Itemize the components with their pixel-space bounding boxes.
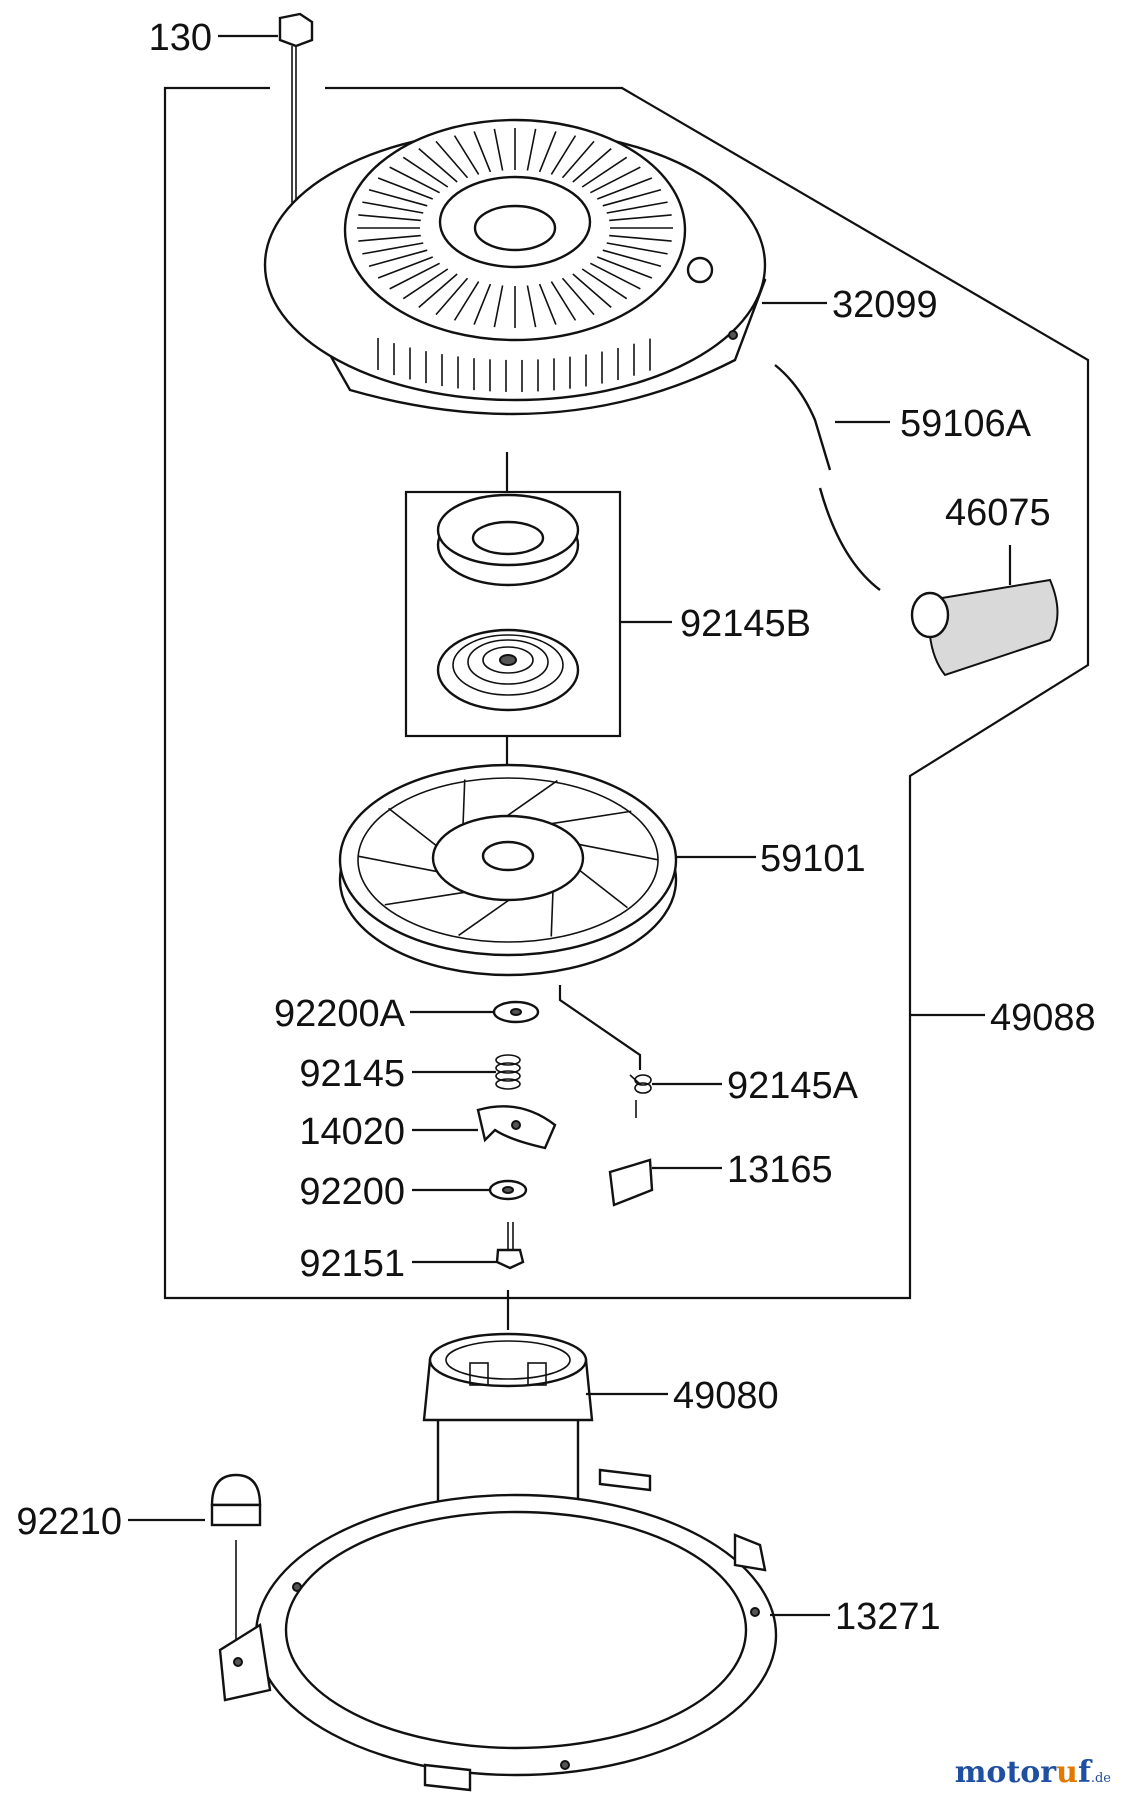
hatch-line — [418, 148, 458, 183]
hatch-line — [493, 285, 504, 328]
hatch-line — [581, 156, 628, 188]
hatch-line — [590, 262, 641, 290]
hatch-line — [493, 128, 504, 171]
hatch-line — [418, 273, 458, 308]
hatch-line — [453, 135, 480, 175]
hatch-line — [602, 249, 662, 268]
hatch-line — [609, 234, 672, 242]
spring-case-92145B — [436, 493, 580, 712]
recoil-cover-32099 — [263, 118, 767, 416]
hatch-line — [526, 285, 537, 328]
hatch-line — [453, 281, 480, 321]
hatch-line — [358, 234, 421, 242]
label-49088: 49088 — [990, 997, 1096, 1039]
hatch-line — [606, 242, 668, 255]
pulley-59101 — [338, 763, 678, 977]
label-14020: 14020 — [299, 1111, 405, 1153]
label-92145A: 92145A — [727, 1065, 859, 1107]
hatch-line — [362, 201, 424, 214]
hatch-line — [362, 242, 424, 255]
hatch-line — [435, 140, 469, 179]
washer-92200A — [492, 1000, 540, 1024]
label-13271: 13271 — [835, 1596, 941, 1638]
hatch-line — [389, 262, 440, 290]
hatch-line — [561, 140, 595, 179]
label-59106A: 59106A — [900, 403, 1032, 445]
hatch-line — [473, 131, 492, 173]
hatch-line — [596, 256, 653, 279]
hatch-line — [578, 843, 659, 861]
hatch-line — [357, 855, 438, 873]
hatch-line — [462, 779, 466, 825]
hatch-line — [572, 148, 612, 183]
ratchet-14020 — [476, 1105, 557, 1150]
hatch-line — [377, 256, 434, 279]
label-49080: 49080 — [673, 1375, 779, 1417]
hatch-line — [473, 283, 492, 325]
hatch-line — [506, 779, 558, 817]
box-92145B — [404, 490, 622, 738]
label-130: 130 — [149, 17, 212, 59]
hatch-line — [550, 891, 554, 937]
label-92210: 92210 — [16, 1501, 122, 1543]
label-92151: 92151 — [299, 1243, 405, 1285]
hatch-line — [538, 283, 557, 325]
hatch-line — [389, 166, 440, 194]
hatch-line — [561, 277, 595, 316]
bolt-92151 — [495, 1222, 525, 1270]
label-13165: 13165 — [727, 1149, 833, 1191]
label-92200A: 92200A — [274, 993, 406, 1035]
hatch-line — [550, 281, 577, 321]
hatch-line — [458, 899, 510, 937]
motoruf-watermark-logo: motoruf.de — [954, 1755, 1111, 1790]
hatch-line — [606, 201, 668, 214]
hatch-line — [590, 166, 641, 194]
hatch-line — [602, 188, 662, 207]
spring-92145 — [495, 1054, 521, 1090]
hatch-line — [526, 128, 537, 171]
cap-nut-92210 — [210, 1473, 262, 1655]
washer-92200 — [488, 1179, 528, 1201]
hatch-line — [388, 807, 437, 847]
assembly-outline-49088 — [163, 86, 1090, 1300]
rope-59106A — [774, 364, 881, 591]
label-92200: 92200 — [299, 1171, 405, 1213]
hatch-line — [358, 214, 421, 222]
hatch-line — [609, 214, 672, 222]
spring-92145A — [558, 985, 652, 1118]
hatch-line — [368, 249, 428, 268]
hatch-line — [384, 891, 465, 906]
leader-lines — [128, 34, 1012, 1617]
handle-46075 — [910, 578, 1059, 677]
hatch-line — [581, 268, 628, 300]
label-92145: 92145 — [299, 1053, 405, 1095]
hatch-line — [377, 177, 434, 200]
hatch-line — [551, 810, 632, 825]
label-92145B: 92145B — [680, 603, 811, 645]
hatch-line — [579, 869, 628, 909]
pawl-13165 — [608, 1158, 654, 1207]
hatch-line — [538, 131, 557, 173]
label-46075: 46075 — [945, 492, 1051, 534]
hatch-line — [402, 268, 449, 300]
hatch-line — [572, 273, 612, 308]
hatch-line — [435, 277, 469, 316]
hatch-line — [368, 188, 428, 207]
label-32099: 32099 — [832, 284, 938, 326]
plate-13271 — [218, 1468, 778, 1792]
hatch-line — [596, 177, 653, 200]
hatch-line — [402, 156, 449, 188]
part-labels: 130 32099 59106A 46075 92145B 59101 4908… — [16, 17, 1095, 1638]
hatch-line — [550, 135, 577, 175]
label-59101: 59101 — [760, 838, 866, 880]
